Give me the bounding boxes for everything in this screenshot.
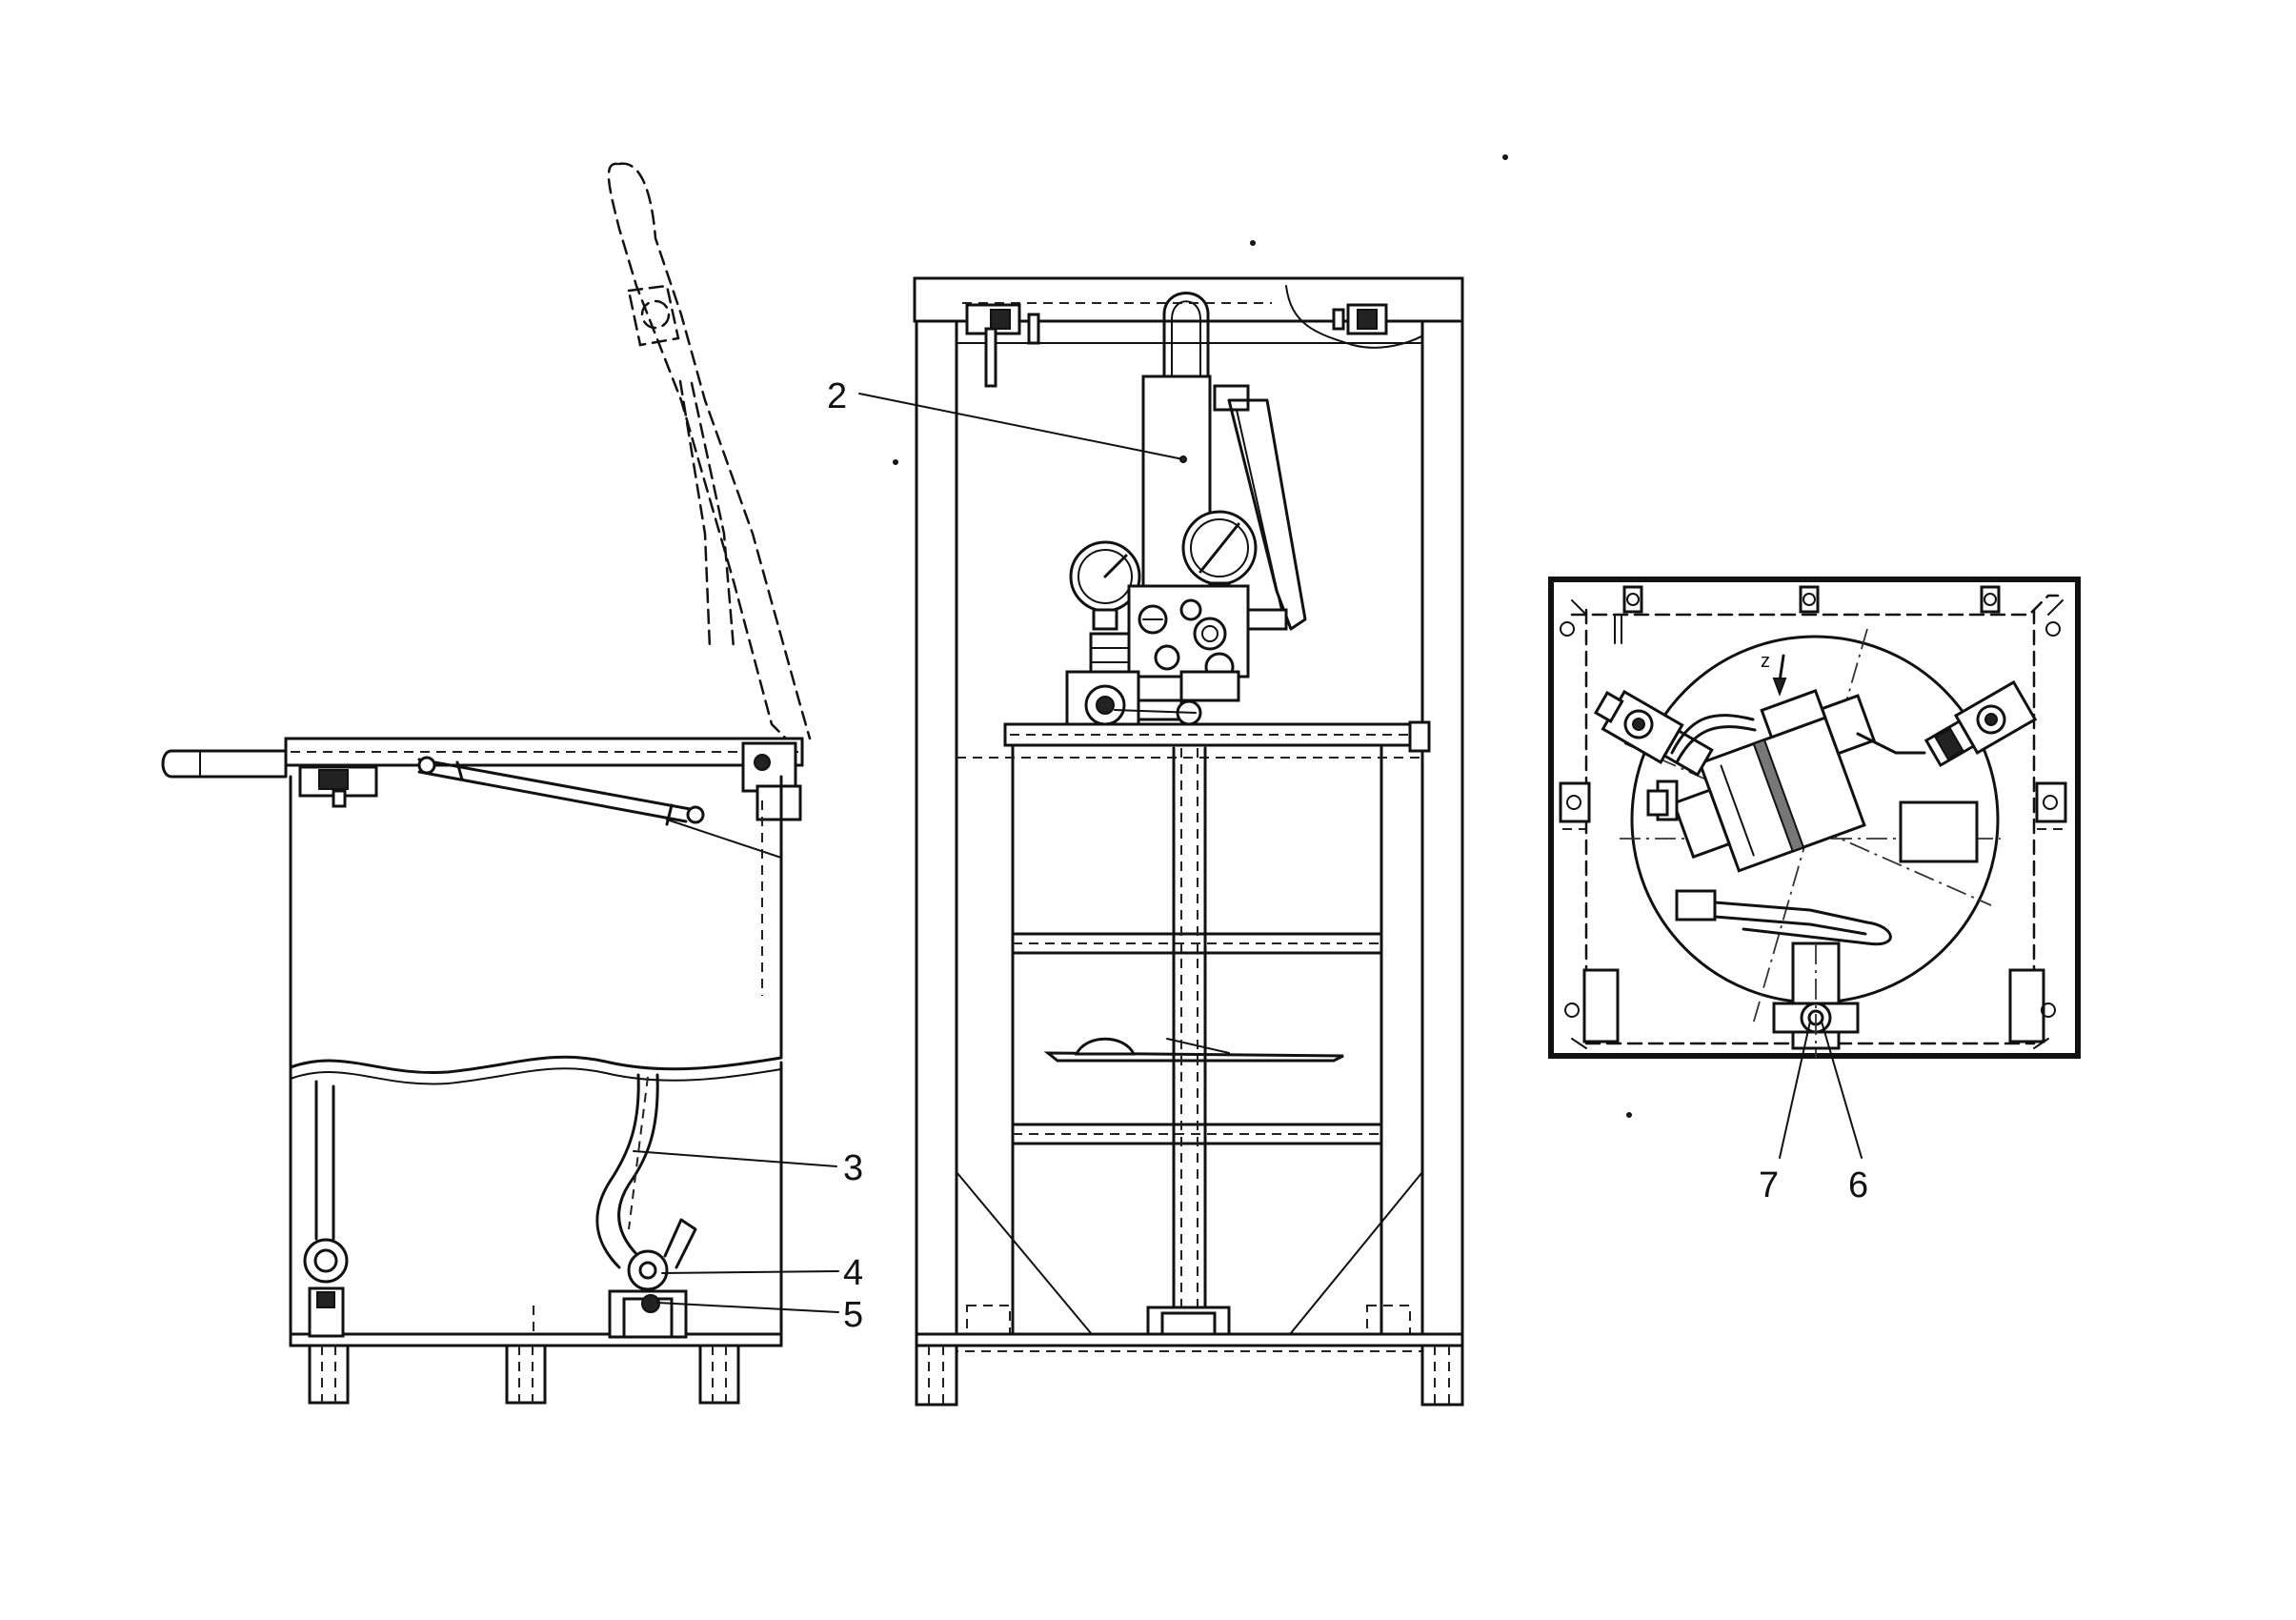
arrow-z-label: z [1761,651,1770,672]
callout-2: 2 [827,376,847,416]
lid-open-position [607,162,812,745]
container-upper [289,775,783,1075]
container-lower [289,1061,783,1341]
drum [957,743,1422,1336]
callout-6: 6 [1848,1165,1868,1205]
front-view: 2 [827,240,1464,1407]
handle [161,749,288,779]
callout-3: 3 [843,1148,863,1188]
top-bolts [1560,585,2061,637]
fitting-right [1923,679,2038,768]
top-view-frame [1548,577,2081,1059]
callout-5: 5 [843,1295,863,1335]
pump-top [1672,688,1877,873]
callout-7: 7 [1759,1165,1779,1205]
top-view: z [1502,154,2081,1205]
gas-strut [417,756,705,826]
side-view: 3 4 5 [161,162,863,1405]
feet [308,1344,740,1405]
callout-4: 4 [843,1253,863,1293]
suction-hose [595,1073,697,1291]
fitting-left [1593,689,1714,778]
